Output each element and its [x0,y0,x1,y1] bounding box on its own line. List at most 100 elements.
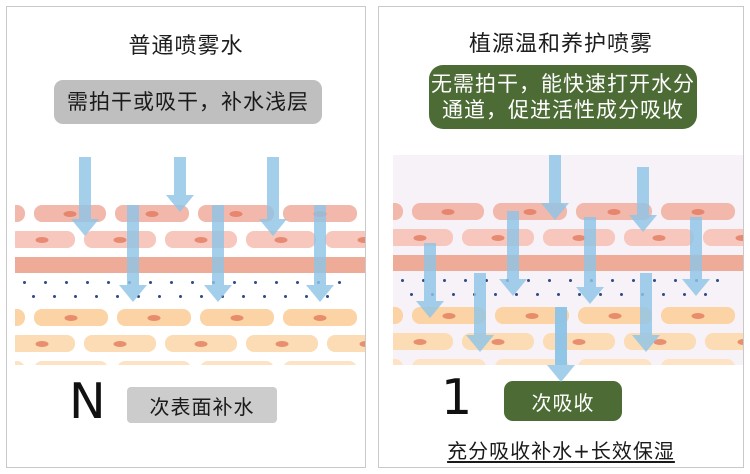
cell-nucleus [64,314,78,321]
skin-cell [246,231,316,248]
skin-cell [661,203,735,220]
barrier-dot [653,279,656,282]
barrier-dot [422,279,425,282]
skin-cell [393,229,453,246]
skin-cell [495,359,569,365]
barrier-dot [704,293,707,296]
barrier-dot [65,281,68,284]
skin-cell [624,229,694,246]
barrier-dot [548,279,551,282]
cell-nucleus [652,234,666,241]
barrier-dot-row [401,279,743,286]
barrier-dot [149,281,152,284]
epidermis-row-1 [393,203,743,220]
barrier-dot [221,295,224,298]
barrier-dot [128,281,131,284]
cell-nucleus [35,340,49,347]
epidermis-row-2 [15,231,365,248]
cell-nucleus [313,210,327,217]
barrier-dot [170,281,173,284]
cell-nucleus [735,234,743,241]
skin-cell [543,229,615,246]
skin-cell [200,361,274,365]
cell-nucleus [525,312,539,319]
skin-diagram-shallow [15,157,365,365]
skin-cell [705,333,743,350]
skin-cell [462,229,534,246]
barrier-dot [695,279,698,282]
barrier-dot [401,279,404,282]
skin-cell [578,359,652,365]
barrier-dot [116,295,119,298]
barrier-dot [641,293,644,296]
cell-nucleus [572,234,586,241]
skin-cell [495,307,569,324]
cell-nucleus [63,210,77,217]
barrier-dot [431,293,434,296]
barrier-dot [674,279,677,282]
barrier-dot [662,293,665,296]
barrier-dot [326,295,329,298]
skin-cell [15,205,25,222]
barrier-dot [620,293,623,296]
barrier-dot [74,295,77,298]
skin-cell [412,203,484,220]
skin-cell [84,335,156,352]
skin-cell [34,361,108,365]
skin-cell [393,333,453,350]
skin-cell [117,361,191,365]
skin-cell [393,359,403,365]
skin-cell [325,231,365,248]
panel-ordinary-spray: 普通喷雾水 需拍干或吸干，补水浅层 [6,6,366,468]
cell-nucleus [229,210,243,217]
barrier-dot-row [410,293,743,300]
barrier-dot [464,279,467,282]
barrier-dot [284,295,287,298]
cell-nucleus [113,340,127,347]
barrier-dot [254,281,257,284]
cell-nucleus [359,340,365,347]
skin-cell [393,307,403,324]
result-pill-left: 次表面补水 [127,387,277,423]
barrier-dot [137,295,140,298]
barrier-dot [179,295,182,298]
barrier-dot [569,279,572,282]
cell-nucleus [194,340,208,347]
barrier-dot [338,281,341,284]
skin-cell [165,335,237,352]
panel-plant-origin-spray: 植源温和养护喷雾 无需拍干，能快速打开水分 通道，促进活性成分吸收 [378,6,744,468]
cell-nucleus [737,338,743,345]
barrier-dot [716,279,719,282]
basal-band [393,255,743,271]
barrier-dot [578,293,581,296]
skin-cell [34,205,106,222]
skin-cell [200,309,274,326]
cell-nucleus [442,312,456,319]
skin-cell [283,205,357,222]
cell-nucleus [691,312,705,319]
skin-cell [543,333,615,350]
skin-cell [661,359,735,365]
epidermis-row-2 [393,229,743,246]
skin-cell [661,307,735,324]
barrier-dot [107,281,110,284]
skin-cell [246,335,318,352]
cell-nucleus [275,340,289,347]
skin-cell [15,231,75,248]
barrier-dot [410,293,413,296]
skin-cell [15,335,75,352]
skin-cell [412,359,486,365]
dermis-row-3 [393,359,743,365]
cell-nucleus [572,338,586,345]
skin-diagram-deep [393,155,743,365]
dermis-row-2 [393,333,743,350]
barrier-dot [485,279,488,282]
barrier-dot-row [23,281,365,288]
barrier-dot [53,295,56,298]
barrier-dot [527,279,530,282]
skin-cell [624,333,696,350]
skin-cell [493,203,567,220]
barrier-dot [95,295,98,298]
barrier-dot [494,293,497,296]
